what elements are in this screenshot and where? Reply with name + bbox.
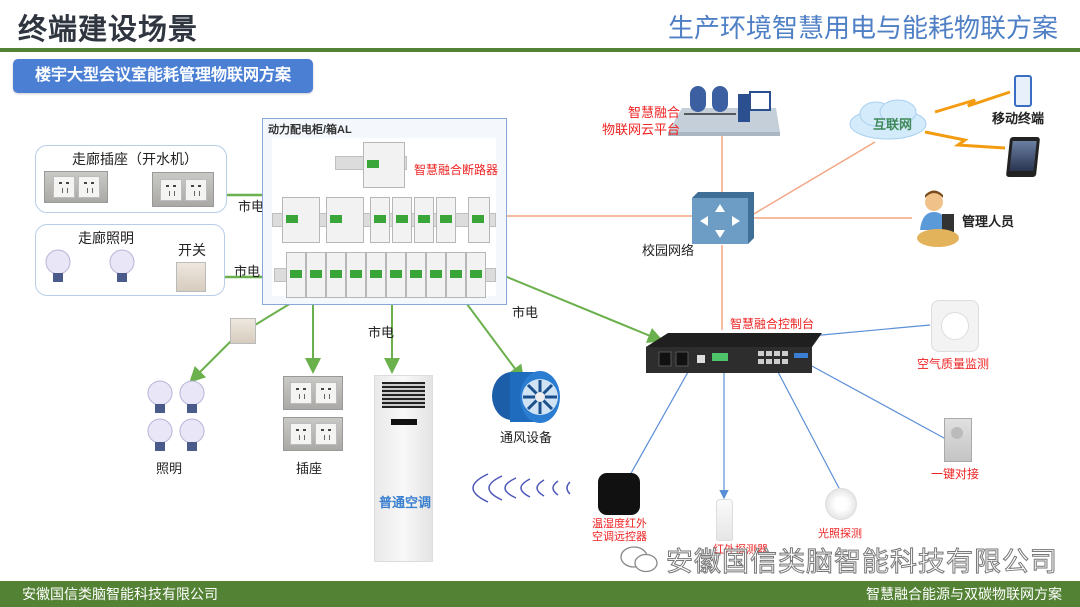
internet-cloud-icon	[849, 99, 927, 140]
line-to-controller	[489, 269, 664, 343]
cloud-platform-label: 智慧融合 物联网云平台	[602, 104, 680, 138]
intercom-panel-icon	[944, 418, 972, 462]
section-title-badge: 楼宇大型会议室能耗管理物联网方案	[13, 59, 313, 93]
intercom-label: 一键对接	[931, 467, 980, 481]
mains-label: 市电	[512, 305, 539, 320]
mobile-terminal-label: 移动终端	[992, 111, 1045, 126]
wechat-icon	[620, 546, 658, 573]
page-title: 终端建设场景	[18, 14, 199, 46]
manager-label: 管理人员	[962, 214, 1015, 229]
line-to-fan	[457, 291, 525, 382]
switch-label: 开关	[178, 242, 206, 258]
mobile-phone-icon	[1014, 75, 1032, 107]
cloud-platform-label-line1: 智慧融合	[628, 105, 681, 120]
wireless-link-tablet	[924, 130, 1006, 150]
header-divider	[0, 48, 1080, 52]
campus-network-label: 校园网络	[642, 243, 695, 258]
mains-label: 市电	[238, 199, 265, 214]
footer-company: 安徽国信类脑智能科技有限公司	[22, 586, 218, 602]
page-subtitle-right: 生产环境智慧用电与能耗物联方案	[667, 14, 1058, 44]
manager-person-icon	[917, 190, 959, 247]
network-switch-icon	[692, 192, 754, 244]
controller-label: 智慧融合控制台	[730, 317, 815, 331]
ir-remote-label-line2: 空调远控器	[592, 531, 647, 543]
socket-icon	[283, 417, 343, 451]
tablet-icon	[1005, 137, 1041, 177]
footer-bar	[0, 581, 1080, 607]
socket-icon	[283, 376, 343, 410]
wall-switch-icon	[230, 318, 256, 344]
cloud-platform-label-line2: 物联网云平台	[602, 122, 681, 137]
air-quality-sensor-icon	[931, 300, 979, 352]
ac-label: 普通空调	[379, 495, 432, 510]
internet-label: 互联网	[873, 117, 913, 132]
lighting-label: 照明	[156, 461, 183, 476]
breaker-row-lower	[272, 252, 496, 298]
ventilation-label: 通风设备	[500, 430, 553, 445]
cabinet-title: 动力配电柜/箱AL	[268, 124, 352, 136]
smart-breaker-label: 智慧融合断路器	[414, 163, 499, 177]
socket-label: 插座	[296, 461, 323, 476]
light-bulb-icon	[45, 249, 71, 282]
light-sensor-label: 光照探测	[818, 528, 862, 540]
air-conditioner-icon	[374, 375, 433, 562]
air-quality-label: 空气质量监测	[917, 357, 990, 371]
line-to-intercom	[809, 364, 945, 439]
corridor-lighting-label: 走廊照明	[78, 230, 134, 246]
ir-remote-label: 温湿度红外 空调远控器	[592, 518, 647, 544]
light-sensor-icon	[825, 488, 857, 520]
wireless-link-mobile	[934, 90, 1011, 114]
corridor-socket-label: 走廊插座（开水机）	[72, 151, 198, 167]
lighting-bulbs-icon	[145, 379, 207, 454]
light-bulb-icon	[109, 249, 135, 282]
pir-sensor-label: 红外探测器	[713, 544, 768, 556]
cloud-server-platform-icon	[668, 86, 780, 136]
main-breaker	[335, 142, 407, 188]
mains-label: 市电	[234, 264, 261, 279]
line-to-lights	[189, 339, 233, 383]
watermark-company-name: 安徽国信类脑智能科技有限公司	[666, 547, 1058, 578]
line-to-ir-remote	[629, 371, 689, 476]
wall-switch-icon	[176, 262, 206, 292]
breaker-row-upper	[272, 195, 496, 245]
line-campus-internet	[751, 141, 876, 216]
ir-remote-label-line1: 温湿度红外	[592, 518, 647, 530]
socket-icon	[152, 172, 214, 207]
infrared-signal-waves-icon	[472, 473, 571, 503]
smart-controller-device-icon	[646, 333, 822, 373]
line-to-light-sensor	[777, 371, 841, 491]
mains-label: 市电	[368, 325, 395, 340]
line-to-air-quality	[799, 324, 931, 338]
socket-icon	[44, 171, 108, 203]
ir-remote-controller-icon	[598, 473, 640, 515]
ventilation-fan-icon	[492, 371, 560, 423]
footer-solution: 智慧融合能源与双碳物联网方案	[866, 586, 1062, 602]
pir-motion-sensor-icon	[716, 499, 733, 541]
